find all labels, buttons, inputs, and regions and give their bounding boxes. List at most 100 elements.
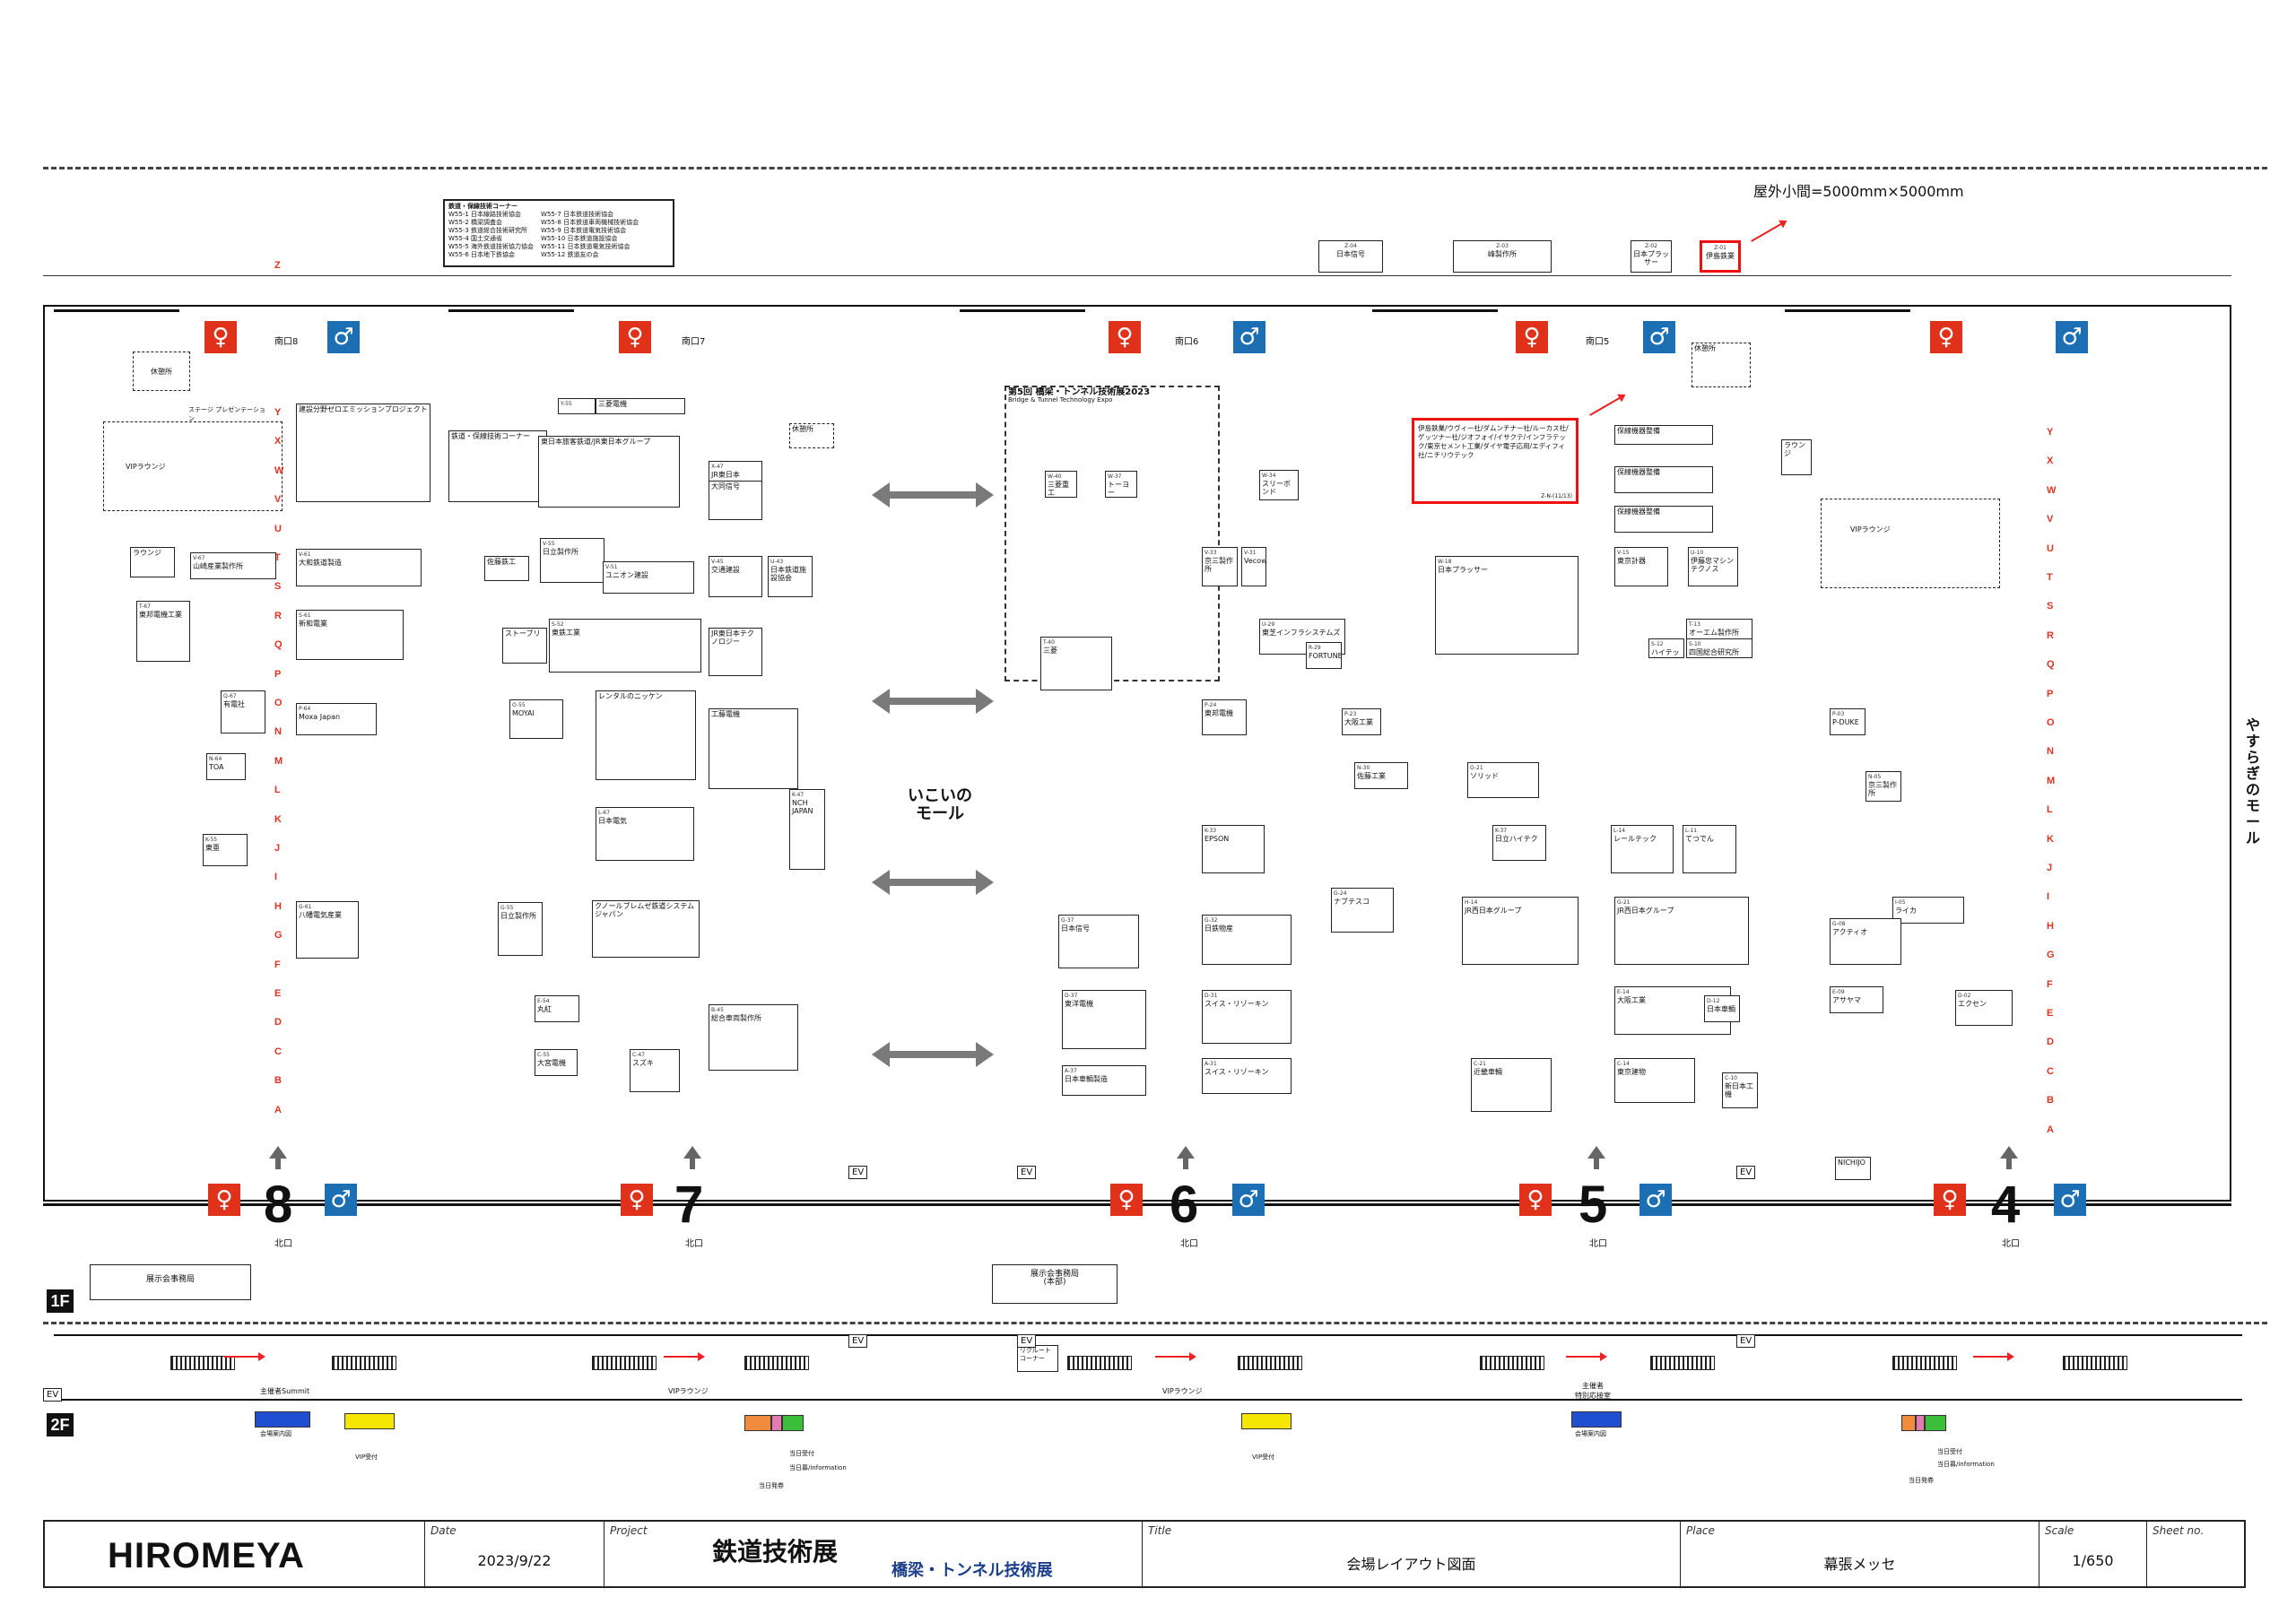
- exhibit-booth[interactable]: クノールブレムゼ鉄道システムジャパン: [592, 900, 700, 958]
- exhibit-booth[interactable]: 三菱電機: [596, 398, 685, 414]
- exhibit-booth[interactable]: 東日本旅客鉄道/JR東日本グループ: [538, 436, 680, 508]
- exhibit-booth[interactable]: レンタルのニッケン: [596, 690, 696, 780]
- outdoor-booth[interactable]: Z-02 日本プラッサー: [1631, 240, 1672, 273]
- exhibit-booth[interactable]: 保線機器整備: [1614, 425, 1713, 445]
- row-label: S: [2047, 601, 2054, 612]
- exhibit-booth[interactable]: 建設分野ゼロエミッションプロジェクト: [296, 404, 430, 502]
- booth-code: Z-04: [1344, 243, 1357, 249]
- exhibit-booth[interactable]: 保線機器整備: [1614, 466, 1713, 493]
- exhibit-booth[interactable]: S-12ハイテック: [1648, 638, 1684, 658]
- escalator: [1650, 1356, 1715, 1370]
- exhibit-booth[interactable]: 佐藤鉄工: [484, 556, 529, 581]
- outdoor-booth[interactable]: Z-04 日本信号: [1318, 240, 1383, 273]
- outdoor-booth-highlighted[interactable]: Z-01 伊島鉄業: [1700, 240, 1741, 273]
- exhibit-booth[interactable]: 工藤電機: [709, 708, 798, 789]
- outdoor-booth[interactable]: Z-03 峰製作所: [1453, 240, 1552, 273]
- row-label: G: [2047, 950, 2055, 960]
- rest-area: 休憩所: [133, 352, 190, 391]
- booth-name: 建設分野ゼロエミッションプロジェクト: [299, 405, 428, 413]
- exhibit-booth[interactable]: ストーブリ: [502, 628, 547, 664]
- booth-name: Moxa Japan: [299, 713, 341, 721]
- booth-name: P-DUKE: [1832, 718, 1859, 726]
- exhibit-booth[interactable]: 大同信号: [709, 481, 762, 520]
- exhibit-booth[interactable]: 保線機器整備: [1614, 506, 1713, 533]
- legend-item: W55-12 鉄道友の会: [541, 251, 599, 258]
- restroom-men-icon: ♂: [2056, 321, 2088, 353]
- exhibit-booth[interactable]: NICHIJO: [1835, 1157, 1871, 1180]
- row-label: V: [274, 494, 282, 505]
- exhibit-booth[interactable]: Y-55: [558, 398, 596, 414]
- exhibit-booth[interactable]: JR東日本テクノロジー: [709, 628, 762, 676]
- highlighted-exhibitor-group[interactable]: 伊島鉄業/ウヴィー社/ダムンチナー社/ルーカス社/ゲッツナー社/ジオフォイ/イサ…: [1412, 418, 1578, 504]
- vip-lounge-label: VIPラウンジ: [1850, 525, 1891, 534]
- legend-item: W55-3 鉄道総合技術研究所: [448, 227, 528, 234]
- row-label: I: [2047, 891, 2050, 902]
- booth-name: 総合車両製作所: [711, 1014, 761, 1022]
- escalator: [1480, 1356, 1544, 1370]
- exhibit-booth[interactable]: 鉄道・保線技術コーナー: [448, 430, 547, 502]
